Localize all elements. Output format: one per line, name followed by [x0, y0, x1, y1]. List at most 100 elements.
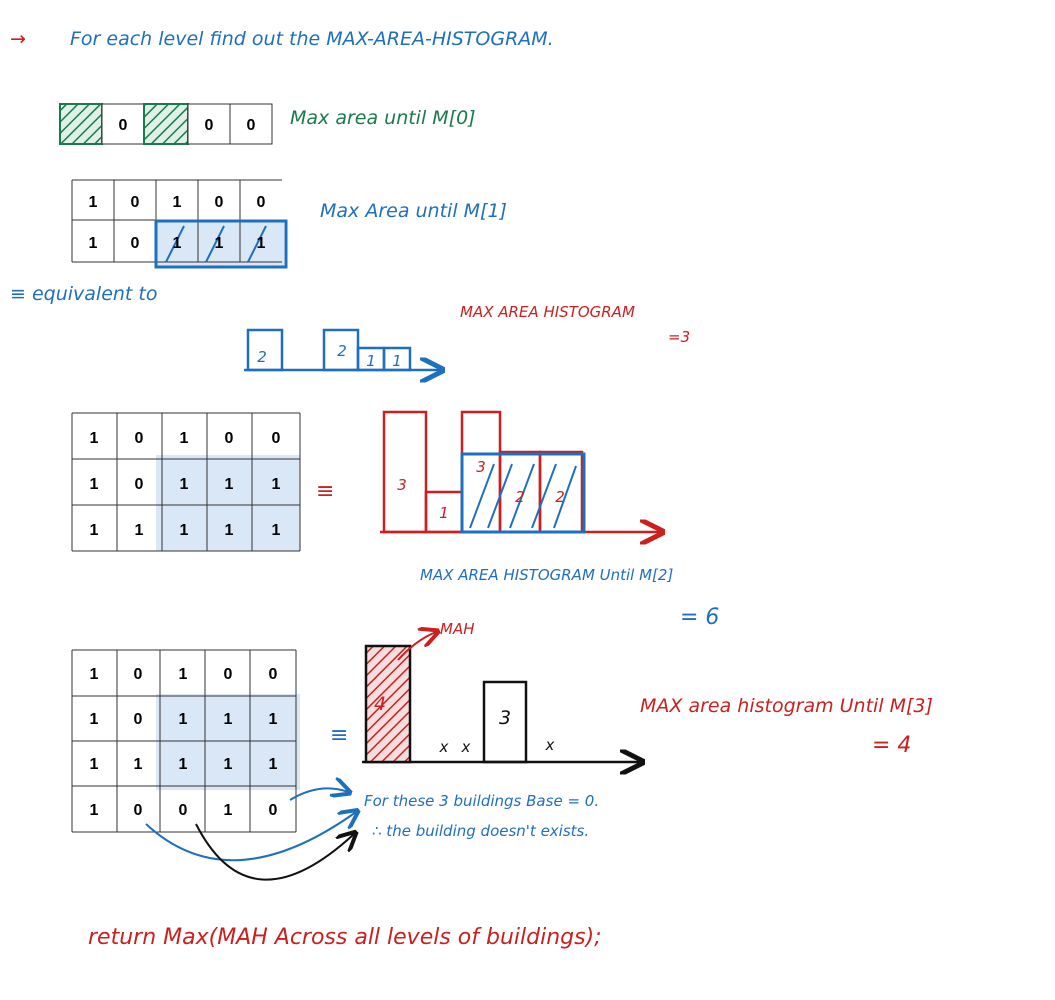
level0-cell-1: [101, 103, 145, 145]
level2-result-value: = 6: [680, 605, 719, 630]
level3-cell: 0: [134, 666, 143, 683]
level1-max-rect: [154, 219, 288, 269]
level3-cell: 1: [134, 756, 143, 773]
level1-bar: [382, 346, 412, 372]
level2-cell: 1: [180, 522, 189, 539]
level2-max-rect: [460, 452, 586, 534]
level3-cell: 1: [224, 802, 233, 819]
level1-bar-label: 1: [392, 352, 402, 370]
level2-bar-label: 2: [555, 488, 565, 506]
level3-bar: [364, 644, 412, 764]
level3-bar-label: 4: [374, 693, 386, 715]
level2-grid: 1 0 1 0 0 1 0 1 1 1 1 1 1 1 1: [71, 412, 301, 552]
level3-bar-label: 3: [499, 707, 511, 729]
level2-cell: 1: [180, 430, 189, 447]
level2-cell: 1: [180, 476, 189, 493]
note-arrow-top: [289, 788, 348, 801]
level2-histogram: 3 1 3 2 2: [380, 410, 660, 534]
level3-cell: 0: [224, 666, 233, 683]
level1-histogram: 2 2 1 1: [244, 328, 440, 372]
level2-cell: 1: [90, 522, 99, 539]
level1-cell: 1: [173, 194, 182, 211]
level3-cell: 1: [224, 756, 233, 773]
level1-cell: 1: [257, 235, 266, 252]
level2-cell: 1: [225, 476, 234, 493]
level3-note-line2: ∴ the building doesn't exists.: [372, 822, 589, 840]
level2-cell: 1: [272, 522, 281, 539]
level3-cell: 0: [269, 666, 278, 683]
header-arrow: →: [10, 28, 26, 50]
level2-cell: 0: [135, 430, 144, 447]
level2-bar-label: 3: [476, 458, 486, 476]
level1-cell: 0: [131, 235, 140, 252]
level1-cell: 1: [173, 235, 182, 252]
header-text: For each level find out the MAX-AREA-HIS…: [70, 28, 554, 50]
level2-cell: 0: [225, 430, 234, 447]
level1-result-title: MAX AREA HISTOGRAM: [460, 303, 635, 321]
level1-note: Max Area until M[1]: [320, 200, 507, 222]
level2-cell: 1: [135, 522, 144, 539]
level3-cell: 1: [90, 756, 99, 773]
level3-cell: 1: [90, 711, 99, 728]
footer-text: return Max(MAH Across all levels of buil…: [88, 925, 602, 950]
level3-cell: 0: [134, 802, 143, 819]
level0-cell-3-value: 0: [205, 117, 214, 134]
level0-cell-0: [59, 103, 103, 145]
level1-cell: 0: [257, 194, 266, 211]
level3-cell: 1: [90, 802, 99, 819]
level3-highlight: [156, 694, 300, 790]
level3-bar-label: x: [439, 738, 449, 756]
level0-cell-3: [187, 103, 231, 145]
level3-cell: 0: [134, 711, 143, 728]
level3-result-title: MAX area histogram Until M[3]: [640, 695, 933, 717]
level1-cell: 0: [131, 194, 140, 211]
level0-cell-4: [229, 103, 273, 145]
level3-cell: 1: [179, 756, 188, 773]
level3-grid: 1 0 1 0 0 1 0 1 1 1 1 1 1 1 1 1 0 0 1 0: [71, 649, 300, 833]
level3-cell: 1: [224, 711, 233, 728]
level1-result-value: =3: [668, 328, 690, 346]
level1-bar-label: 2: [257, 348, 267, 366]
level3-cell: 1: [179, 666, 188, 683]
level1-grid: 1 0 1 0 0 1 0 1 1 1: [71, 179, 288, 269]
level2-bar: [382, 410, 428, 534]
note-arrow-blue: [145, 812, 356, 862]
level3-note-line1: For these 3 buildings Base = 0.: [364, 792, 599, 810]
note-arrow-black: [195, 823, 354, 881]
level3-equals: ≡: [330, 723, 348, 748]
level1-highlight: [156, 220, 284, 266]
level3-bar-label: x: [545, 736, 555, 754]
level0-row: 0 0 0: [59, 103, 273, 145]
level3-cell: 0: [269, 802, 278, 819]
level1-cell: 0: [215, 194, 224, 211]
level2-bar-label: 3: [397, 476, 407, 494]
level1-cell: 1: [89, 194, 98, 211]
level3-mah-label: MAH: [440, 620, 474, 638]
level1-bar-label: 2: [337, 342, 347, 360]
level2-highlight: [156, 455, 300, 551]
level0-cell-1-value: 0: [119, 117, 128, 134]
level3-result-value: = 4: [872, 733, 911, 758]
level2-bar-label: 2: [515, 488, 525, 506]
level3-cell: 1: [269, 711, 278, 728]
level2-result-title: MAX AREA HISTOGRAM Until M[2]: [420, 566, 673, 584]
level2-cell: 1: [90, 430, 99, 447]
level0-cell-2: [143, 103, 189, 145]
level0-cell-4-value: 0: [247, 117, 256, 134]
level2-cell: 1: [90, 476, 99, 493]
level2-cell: 0: [272, 430, 281, 447]
level3-bar-label: x: [461, 738, 471, 756]
level3-cell: 0: [179, 802, 188, 819]
level1-cell: 1: [89, 235, 98, 252]
level1-bar: [246, 328, 284, 372]
level3-cell: 1: [90, 666, 99, 683]
level1-cell: 1: [215, 235, 224, 252]
level3-histogram: 4 x x 3 x MAH: [362, 620, 640, 762]
mah-pointer-arrow: [397, 632, 436, 661]
level0-note: Max area until M[0]: [290, 107, 476, 129]
level2-equals: ≡: [316, 479, 334, 504]
level1-equiv-label: ≡ equivalent to: [10, 283, 158, 305]
level3-cell: 1: [179, 711, 188, 728]
level2-bar-label: 1: [439, 504, 449, 522]
